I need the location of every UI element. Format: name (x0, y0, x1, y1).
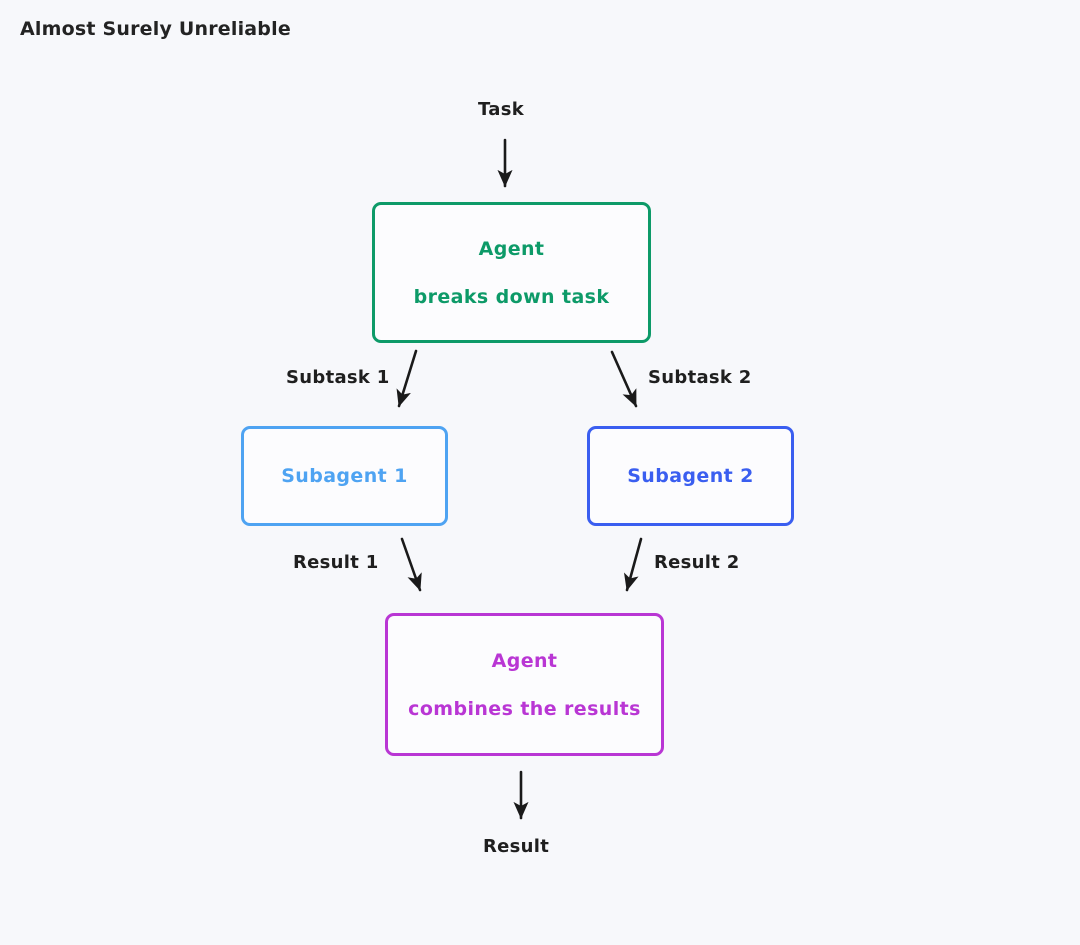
edge-label-result-2: Result 2 (654, 552, 740, 573)
edge-subagent-2-to-aggregator (623, 537, 643, 592)
node-subagent-1[interactable]: Subagent 1 (241, 426, 448, 526)
node-subagent-2[interactable]: Subagent 2 (587, 426, 794, 526)
edge-subagent-1-to-aggregator (400, 537, 422, 592)
node-aggregator-subtitle: combines the results (408, 697, 641, 720)
node-subagent-1-title: Subagent 1 (281, 465, 408, 487)
edge-orchestrator-to-subagent-1 (396, 349, 418, 408)
edge-orchestrator-to-subagent-2 (610, 350, 638, 408)
node-orchestrator-agent[interactable]: Agent breaks down task (372, 202, 651, 343)
edge-label-subtask-2: Subtask 2 (648, 367, 752, 388)
node-orchestrator-subtitle: breaks down task (413, 285, 610, 308)
node-aggregator-title: Agent (491, 649, 558, 672)
node-aggregator-agent[interactable]: Agent combines the results (385, 613, 664, 756)
edge-label-subtask-1: Subtask 1 (286, 367, 390, 388)
node-orchestrator-title: Agent (478, 237, 545, 260)
node-subagent-2-title: Subagent 2 (627, 465, 754, 487)
edge-label-result-1: Result 1 (293, 552, 379, 573)
page-title: Almost Surely Unreliable (20, 18, 291, 40)
edge-label-task: Task (478, 99, 524, 120)
edge-label-result: Result (483, 836, 550, 857)
